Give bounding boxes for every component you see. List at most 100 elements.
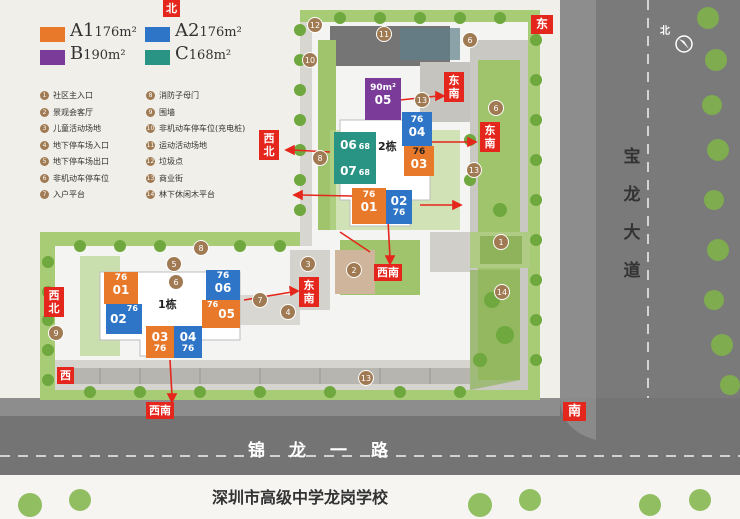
marker-6-b: 6 (488, 100, 504, 116)
unit-size: 76 (216, 271, 230, 281)
unit-code: 01 (360, 200, 378, 214)
unit-code: 03 (410, 157, 428, 171)
unit-size: 90m² (370, 83, 396, 93)
c-legend: C168m² (175, 43, 231, 64)
marker-2: 2 (346, 262, 362, 278)
unit-b1-02[interactable]: 0276 (106, 304, 142, 334)
unit-b2-02[interactable]: 02 76 (386, 190, 412, 224)
tag-northwest-1: 西北 (44, 287, 64, 317)
legend-item-label: 社区主入口 (53, 91, 93, 100)
marker-8-a: 8 (312, 150, 328, 166)
tag-southeast-3: 东南 (299, 277, 319, 307)
legend-item-number: 13 (146, 173, 155, 183)
tag-west: 西 (57, 367, 74, 384)
compass-label: 北 (660, 26, 670, 37)
road-label-south: 锦龙一路 (248, 441, 412, 461)
marker-3: 3 (300, 256, 316, 272)
compass-icon (675, 35, 693, 53)
legend-item-label: 商业街 (159, 173, 183, 183)
marker-7: 7 (252, 292, 268, 308)
unit-b2-01[interactable]: 76 01 (352, 188, 386, 224)
tag-southeast-2: 东南 (480, 122, 500, 152)
legend-item-number: 7 (40, 190, 49, 199)
legend-item-number: 1 (40, 91, 49, 100)
tag-southeast-1: 东南 (444, 72, 464, 102)
tag-south: 南 (563, 402, 587, 421)
unit-code: 03 (151, 330, 169, 344)
unit-code: 02 (390, 194, 408, 208)
legend-item-number: 6 (40, 173, 49, 183)
legend-item-label: 消防子母门 (159, 91, 199, 100)
unit-size: 76 (114, 273, 128, 283)
b-code: B (70, 43, 84, 64)
road-label-east: 宝龙大道 (622, 138, 642, 290)
school-label: 深圳市高级中学龙岗学校 (212, 488, 389, 507)
unit-code: 06 (214, 281, 232, 295)
marker-11: 11 (376, 26, 392, 42)
unit-b1-05[interactable]: 7605 (202, 300, 240, 328)
marker-10: 10 (302, 52, 318, 68)
tag-southwest-2: 西南 (374, 264, 402, 281)
legend-item-label: 林下休闲木平台 (159, 190, 215, 199)
unit-size: 76 (362, 190, 376, 200)
marker-4: 4 (280, 304, 296, 320)
legend-item-label: 地下停车场出口 (53, 157, 109, 166)
legend-item-label: 非机动车停车位(充电桩) (159, 124, 246, 133)
unit-size: 76 (181, 344, 195, 354)
unit-size: 76 (207, 300, 219, 309)
legend-item-number: 8 (146, 91, 155, 100)
unit-b2-04[interactable]: 76 04 (402, 112, 432, 146)
unit-code: 06 (340, 138, 357, 152)
tag-northwest-2: 西北 (259, 130, 279, 160)
legend-item-number: 12 (146, 157, 155, 166)
marker-13-a: 13 (414, 92, 430, 108)
marker-1: 1 (493, 234, 509, 250)
unit-size: 68 (358, 168, 370, 177)
marker-9: 9 (48, 325, 64, 341)
a1-swatch (40, 27, 65, 42)
marker-6-a: 6 (462, 32, 478, 48)
unit-b1-06[interactable]: 76 06 (206, 270, 240, 300)
legend-item-label: 入户平台 (53, 190, 85, 199)
legend-item-label: 运动活动场地 (159, 140, 207, 150)
unit-code: 04 (408, 125, 426, 139)
legend-item: 5 地下停车场出口 (40, 156, 109, 167)
unit-size: 76 (392, 208, 406, 218)
a1-code: A1 (70, 20, 95, 41)
c-code: C (175, 43, 189, 64)
building-1-label: 1栋 (158, 298, 177, 311)
unit-code: 05 (374, 93, 392, 107)
legend-item: 1 社区主入口 (40, 90, 93, 101)
unit-code: 07 (340, 164, 357, 178)
unit-b2-03[interactable]: 76 03 (404, 146, 434, 176)
unit-b1-01[interactable]: 76 01 (104, 272, 138, 304)
unit-code: 01 (112, 283, 130, 297)
b-swatch (40, 50, 65, 65)
unit-code: 04 (179, 330, 197, 344)
legend-item-label: 围墙 (159, 107, 175, 117)
b-area: 190m² (83, 48, 126, 63)
legend-item: 13 商业街 (146, 173, 183, 184)
unit-b1-04[interactable]: 04 76 (174, 326, 202, 358)
legend-item-number: 10 (146, 124, 155, 133)
building-2-label: 2栋 (378, 140, 397, 153)
legend-item-number: 5 (40, 157, 49, 166)
unit-b2-05[interactable]: 90m² 05 (365, 78, 401, 120)
tag-southwest-1: 西南 (146, 402, 174, 419)
unit-size: 76 (126, 304, 138, 313)
unit-b1-03[interactable]: 03 76 (146, 326, 174, 358)
a1-legend: A1176m² (70, 20, 137, 41)
compass: 北 (660, 20, 696, 56)
legend-item: 7 入户平台 (40, 189, 85, 200)
